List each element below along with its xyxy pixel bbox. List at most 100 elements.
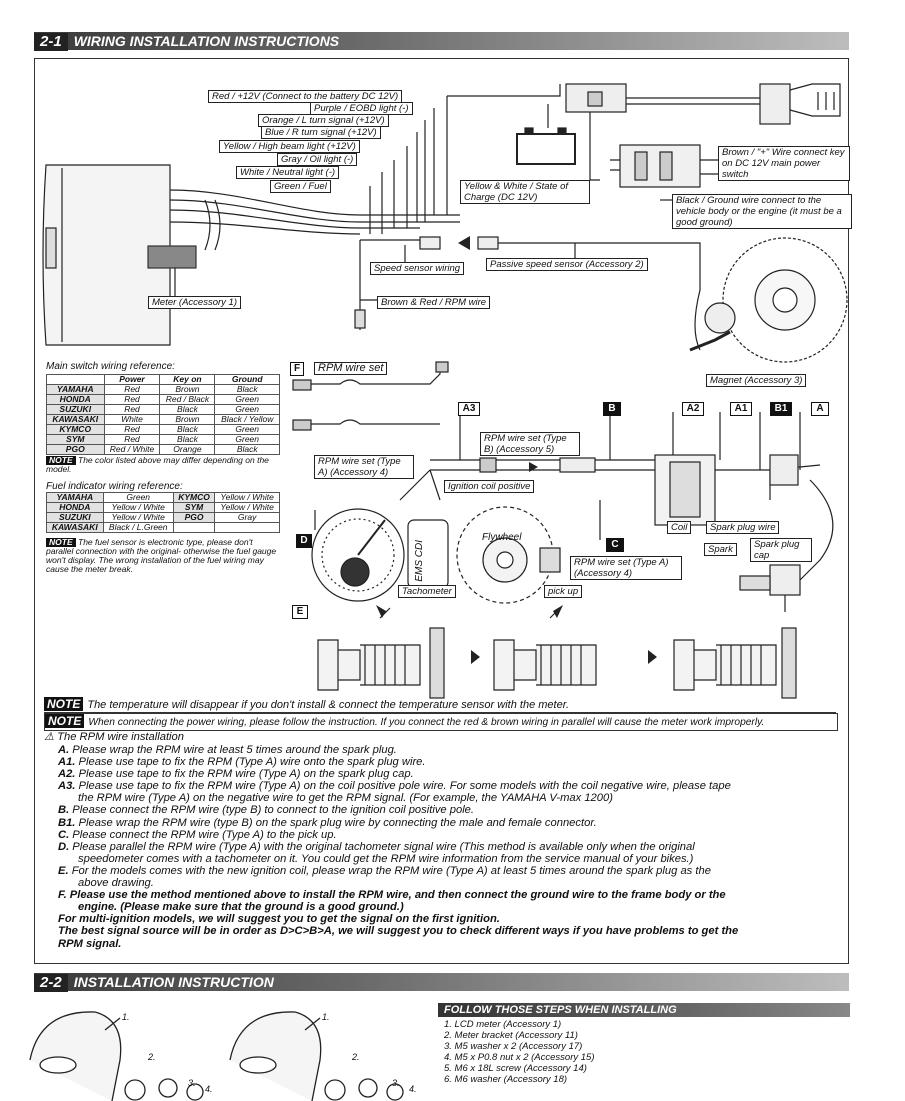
list-item: 3. M5 washer x 2 (Accessory 17) <box>444 1041 583 1052</box>
cell: Black / Yellow <box>214 414 280 425</box>
label-rpm-type-a-1: RPM wire set (Type A) (Accessory 4) <box>314 455 414 479</box>
label-passive-speed-sensor: Passive speed sensor (Accessory 2) <box>486 258 648 271</box>
callout-1: 1. <box>122 1012 130 1022</box>
cell: PGO <box>172 512 216 523</box>
cell: Black <box>214 444 280 455</box>
cell: SUZUKI <box>46 404 105 415</box>
wire-label-green: Green / Fuel <box>270 180 331 193</box>
cell: Yellow / White <box>102 502 174 513</box>
marker-a2: A2 <box>682 402 704 416</box>
instr-line: A. Please wrap the RPM wire at least 5 t… <box>58 744 838 756</box>
label-ignition-coil-positive: Ignition coil positive <box>444 480 535 493</box>
warning-icon: ⚠ <box>44 731 55 743</box>
installation-steps: FOLLOW THOSE STEPS WHEN INSTALLING 1. LC… <box>438 1003 850 1085</box>
instr-text: above drawing. <box>78 877 154 890</box>
callout-3: 3. <box>188 1078 196 1088</box>
note-badge: NOTE <box>46 456 76 465</box>
section-title: INSTALLATION INSTRUCTION <box>73 974 274 990</box>
header-cell: Key on <box>159 374 216 385</box>
wire-label-white: White / Neutral light (-) <box>236 166 340 179</box>
cell: Brown <box>159 384 216 395</box>
cell: Black / L.Green <box>102 522 174 533</box>
main-switch-note-text: The color listed above may differ depend… <box>46 455 269 474</box>
label-rpm-wire: Brown & Red / RPM wire <box>377 296 491 309</box>
label-pick-up: pick up <box>544 585 583 598</box>
cell: Black <box>159 424 216 435</box>
cell: KYMCO <box>46 424 105 435</box>
instr-text: Please use tape to fix the RPM wire (Typ… <box>78 768 414 781</box>
cell: KAWASAKI <box>46 414 105 425</box>
main-switch-title: Main switch wiring reference: <box>46 361 175 372</box>
instr-line: C. Please connect the RPM wire (Type A) … <box>58 829 838 841</box>
label-meter: Meter (Accessory 1) <box>148 296 241 309</box>
cell: Gray <box>214 512 280 523</box>
label-yellow-white: Yellow & White / State of Charge (DC 12V… <box>460 180 590 204</box>
label-magnet: Magnet (Accessory 3) <box>706 374 807 387</box>
cell: Red <box>103 404 161 415</box>
rpm-install-steps: A. Please wrap the RPM wire at least 5 t… <box>58 744 838 950</box>
callout-1: 1. <box>322 1012 330 1022</box>
callout-2: 2. <box>148 1052 156 1062</box>
instr-key: B1. <box>58 816 76 829</box>
wire-label-red: Red / +12V (Connect to the battery DC 12… <box>208 90 403 103</box>
label-rpm-wire-set: RPM wire set <box>314 362 388 375</box>
wiring-diagram-frame <box>34 58 849 964</box>
instr-line: E. For the models comes with the new ign… <box>58 865 838 877</box>
label-coil: Coil <box>667 521 692 534</box>
instr-key: A1. <box>58 756 76 769</box>
callout-3: 3. <box>392 1078 400 1088</box>
wire-label-yellow: Yellow / High beam light (+12V) <box>219 140 360 153</box>
cell: Red / Black <box>159 394 216 405</box>
label-brown-wire: Brown / "+" Wire connect key on DC 12V m… <box>718 146 850 181</box>
instr-line: B1. Please wrap the RPM wire (type B) on… <box>58 817 838 829</box>
cell: SUZUKI <box>46 512 104 523</box>
wire-label-gray: Gray / Oil light (-) <box>277 153 358 166</box>
cell: YAMAHA <box>46 492 104 503</box>
cell: Yellow / White <box>102 512 174 523</box>
cell: Black <box>159 404 216 415</box>
cell: Green <box>102 492 174 503</box>
cell: Red / White <box>103 444 161 455</box>
cell: HONDA <box>46 394 105 405</box>
instr-text: Please wrap the RPM wire at least 5 time… <box>72 744 397 756</box>
note-badge: NOTE <box>45 714 85 728</box>
cell: Green <box>214 404 280 415</box>
list-item: 2. Meter bracket (Accessory 11) <box>444 1030 578 1041</box>
instr-text: speedometer comes with a tachometer on i… <box>78 852 694 865</box>
cell: PGO <box>46 444 105 455</box>
instr-line: above drawing. <box>58 877 838 889</box>
rpm-install-title-text: The RPM wire installation <box>57 731 184 743</box>
instr-key: D. <box>58 840 70 853</box>
list-item: 4. M5 x P0.8 nut x 2 (Accessory 15) <box>444 1052 595 1063</box>
instr-line: D. Please parallel the RPM wire (Type A)… <box>58 841 838 853</box>
wire-label-blue: Blue / R turn signal (+12V) <box>261 126 381 139</box>
steps-list: 1. LCD meter (Accessory 1) 2. Meter brac… <box>444 1019 850 1085</box>
cell: Red <box>103 434 161 445</box>
instr-line: A1. Please use tape to fix the RPM (Type… <box>58 756 838 768</box>
instr-line: A3. Please use tape to fix the RPM wire … <box>58 780 838 792</box>
instr-text: Please connect the RPM wire (Type A) to … <box>72 828 337 841</box>
cell: Yellow / White <box>214 492 280 503</box>
cell: SYM <box>172 502 216 513</box>
label-rpm-type-b: RPM wire set (Type B) (Accessory 5) <box>480 432 580 456</box>
fuel-note: NOTE The fuel sensor is electronic type,… <box>46 538 280 574</box>
list-item: 5. M6 x 18L screw (Accessory 14) <box>444 1063 587 1074</box>
marker-b: B <box>603 402 621 416</box>
cell: Red <box>103 424 161 435</box>
label-speed-sensor-wiring: Speed sensor wiring <box>370 262 465 275</box>
instr-text: Please use tape to fix the RPM wire (Typ… <box>78 780 731 793</box>
cell: Red <box>103 394 161 405</box>
instr-text: Please use tape to fix the RPM (Type A) … <box>78 756 426 769</box>
instr-text: the RPM wire (Type A) on the negative wi… <box>78 792 613 805</box>
